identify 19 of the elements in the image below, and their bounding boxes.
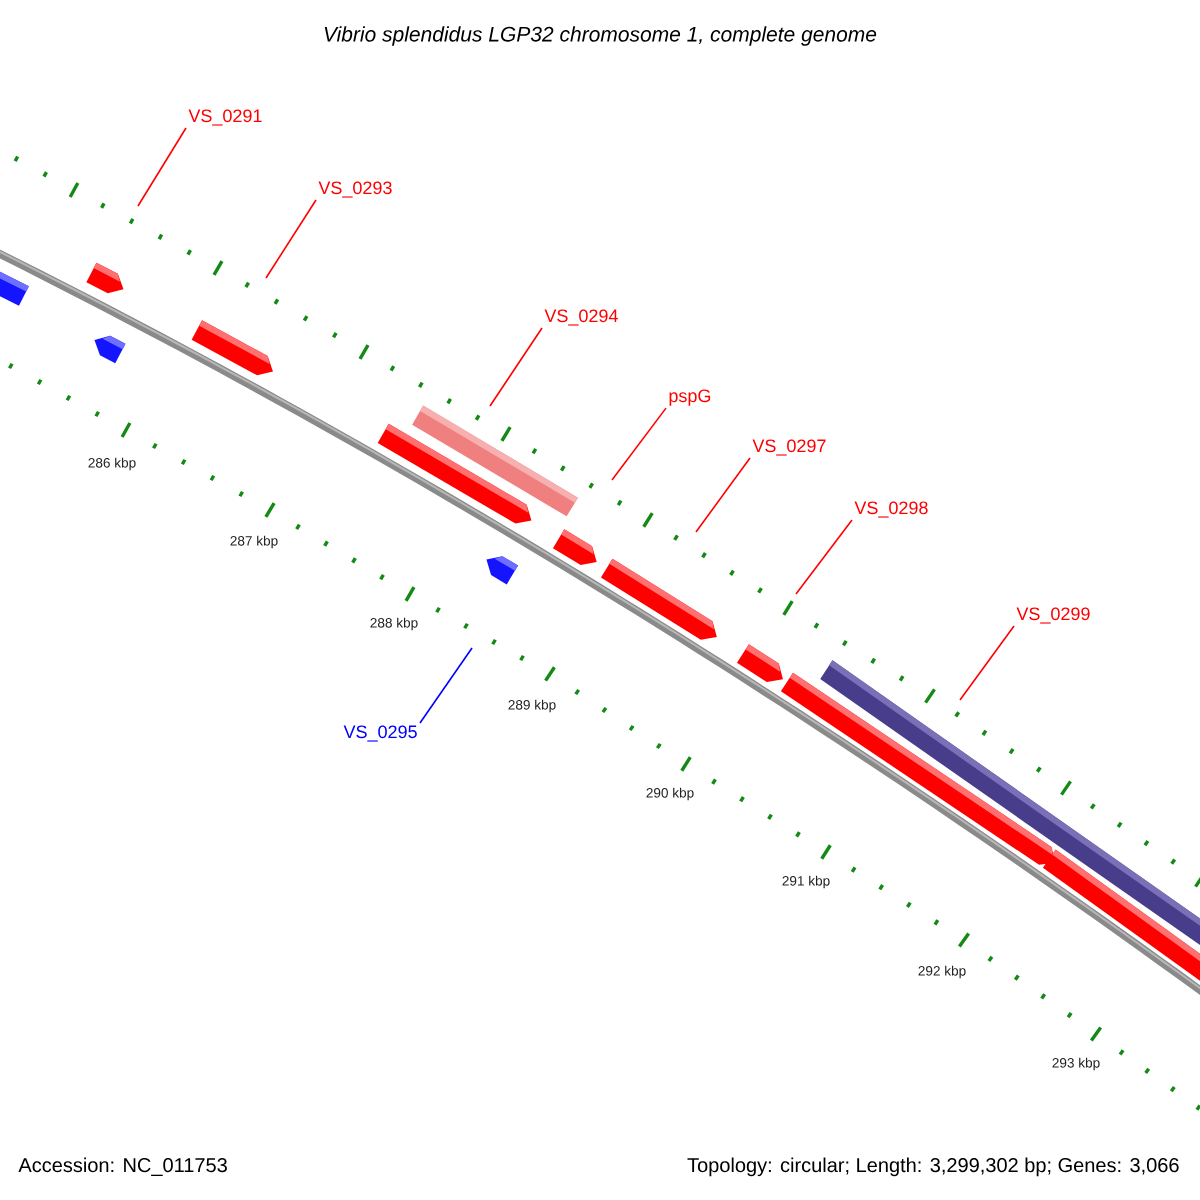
leader-line (137, 127, 187, 207)
gene-label: VS_0291 (188, 109, 262, 126)
footer-text: Topology: circular; Length: 3,299,302 bp; Genes: 3,066 (687, 1157, 1179, 1177)
gene-label: VS_0293 (318, 181, 392, 198)
gene-label: VS_0298 (854, 501, 928, 518)
leader-line (419, 647, 473, 724)
gene-label: VS_0294 (544, 309, 618, 326)
leader-line (795, 519, 853, 595)
gene-label: VS_0299 (1016, 607, 1090, 624)
leader-line (959, 625, 1015, 701)
footer-text: Accession: NC_011753 (18, 1157, 227, 1176)
leader-line (265, 199, 317, 279)
leader-line (611, 407, 667, 481)
leader-line (489, 327, 543, 407)
title: Vibrio splendidus LGP32 chromosome 1, complete genome (324, 26, 877, 46)
gene-label: VS_0297 (752, 439, 826, 456)
gene-label: VS_0295 (343, 725, 417, 742)
leader-line (695, 457, 751, 533)
gene-label: pspG (669, 389, 711, 406)
